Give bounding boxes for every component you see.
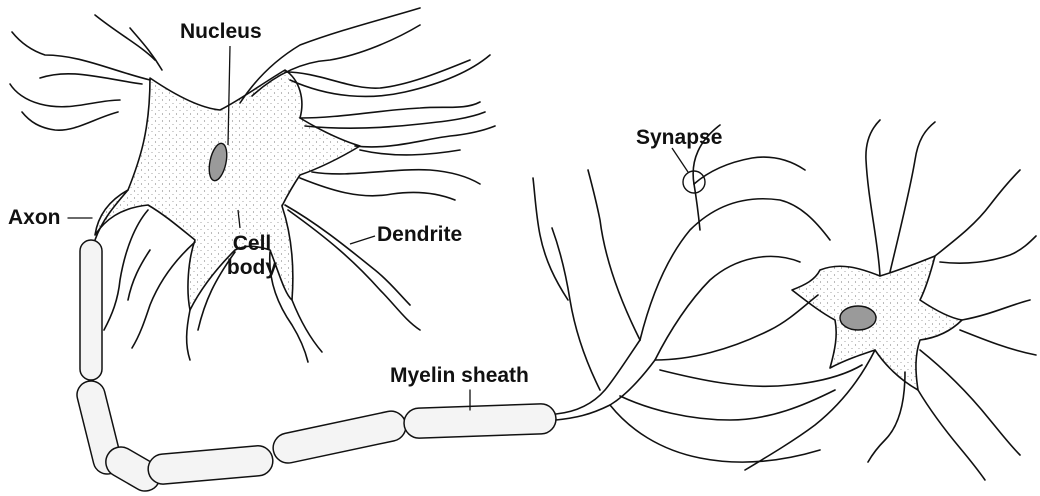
terminal-branch xyxy=(620,390,835,420)
dendrite-branch xyxy=(360,150,460,155)
dendrite-branch xyxy=(918,390,985,480)
dendrite-branch xyxy=(866,120,880,276)
dendrite-branch xyxy=(300,102,480,118)
axon-terminal xyxy=(556,340,640,414)
dendrite-branch xyxy=(22,112,118,130)
dendrite-branch xyxy=(935,170,1020,256)
dendrite-branch xyxy=(960,330,1036,355)
dendrite-branch xyxy=(95,15,155,60)
terminal-branch xyxy=(588,170,640,340)
terminal-branch xyxy=(640,199,830,340)
label-cell-body: Cell body xyxy=(210,232,294,280)
dendrite-branch xyxy=(130,28,162,70)
dendrite-branch xyxy=(285,205,410,305)
dendrite-branch xyxy=(292,300,322,352)
dendrite-branch xyxy=(300,178,455,200)
dendrite-branch xyxy=(132,242,195,348)
dendrite-branch xyxy=(187,310,190,360)
dendrite-branch xyxy=(10,84,120,107)
dendrite-branch xyxy=(104,210,148,330)
second-cell-body xyxy=(792,256,962,390)
dendrite-branch xyxy=(920,350,1020,455)
myelin-segment xyxy=(147,445,274,486)
terminal-branch xyxy=(655,295,818,360)
label-cell-body-line2: body xyxy=(210,256,294,280)
label-nucleus: Nucleus xyxy=(180,20,262,44)
myelin-segment xyxy=(270,408,408,465)
myelin-segment xyxy=(404,403,557,438)
dendrite-branch xyxy=(962,300,1030,320)
dendrite-branch xyxy=(40,74,142,84)
terminal-branch xyxy=(694,157,805,184)
dendrite-branch xyxy=(868,372,905,462)
dendrite-branch xyxy=(285,60,470,88)
label-axon: Axon xyxy=(8,206,61,230)
label-dendrite: Dendrite xyxy=(377,223,462,247)
label-cell-body-line1: Cell xyxy=(210,232,294,256)
dendrite-branch xyxy=(128,250,150,300)
terminal-branch xyxy=(655,256,800,360)
label-myelin-sheath: Myelin sheath xyxy=(390,364,529,388)
terminal-branch xyxy=(660,365,862,386)
second-nucleus xyxy=(840,306,876,330)
terminal-branch xyxy=(610,405,820,462)
label-synapse: Synapse xyxy=(636,126,722,150)
terminal-branch xyxy=(552,228,600,390)
dendrite-branch xyxy=(890,122,935,272)
dendrite-branch xyxy=(312,170,480,184)
myelin-segment xyxy=(80,240,102,380)
dendrite-branch xyxy=(305,112,485,128)
terminal-branch xyxy=(533,178,568,300)
dendrite-branch xyxy=(355,126,495,147)
